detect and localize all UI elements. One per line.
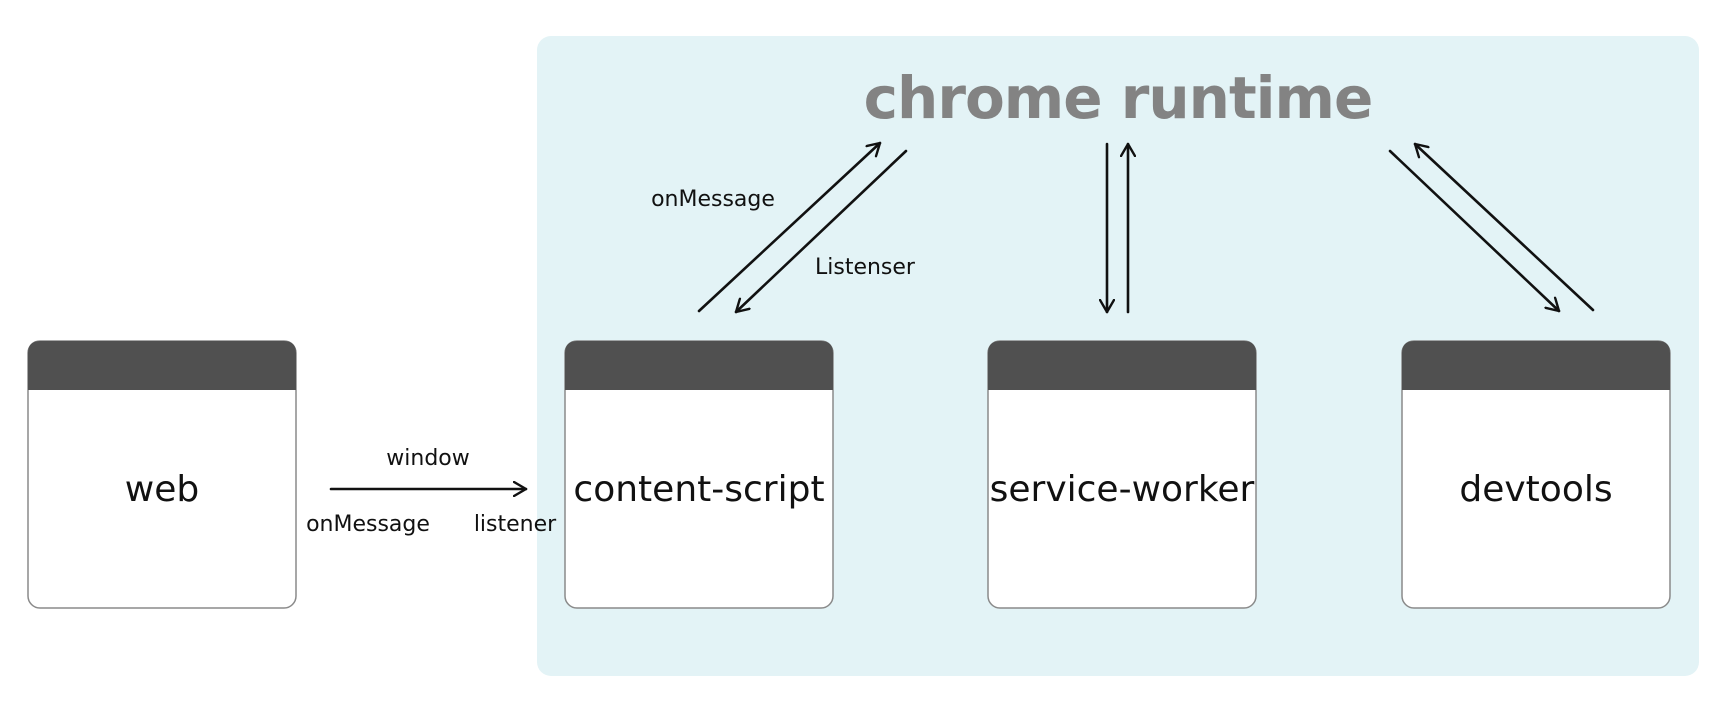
content-script-window: content-script — [564, 340, 834, 609]
devtools-runtime-edge — [1388, 142, 1595, 313]
devtools-window: devtools — [1401, 340, 1671, 609]
devtools-to-runtime-arrow — [1413, 142, 1595, 312]
content-script-window-titlebar — [565, 341, 833, 390]
web-to-content-label-window: window — [386, 446, 469, 471]
content-runtime-edge: onMessage Listenser — [651, 141, 916, 314]
web-to-content-label-onmessage: onMessage — [306, 512, 430, 537]
web-window-titlebar — [28, 341, 296, 390]
content-runtime-label-onmessage: onMessage — [651, 187, 775, 212]
web-label: web — [125, 469, 199, 510]
content-runtime-label-listenser: Listenser — [815, 255, 916, 280]
chrome-runtime-title: chrome runtime — [864, 64, 1373, 132]
runtime-to-devtools-arrow — [1388, 149, 1561, 313]
devtools-window-titlebar — [1402, 341, 1670, 390]
web-to-content-edge: window onMessage listener — [306, 446, 557, 537]
content-to-runtime-arrow — [697, 141, 882, 313]
devtools-label: devtools — [1459, 469, 1612, 510]
service-worker-label: service-worker — [990, 469, 1255, 510]
runtime-to-content-arrow — [734, 149, 908, 314]
web-window: web — [27, 340, 297, 609]
web-to-content-label-listener: listener — [474, 512, 557, 537]
content-script-label: content-script — [573, 469, 824, 510]
service-worker-window-titlebar — [988, 341, 1256, 390]
service-worker-window: service-worker — [987, 340, 1257, 609]
service-worker-runtime-edge — [1107, 142, 1128, 314]
